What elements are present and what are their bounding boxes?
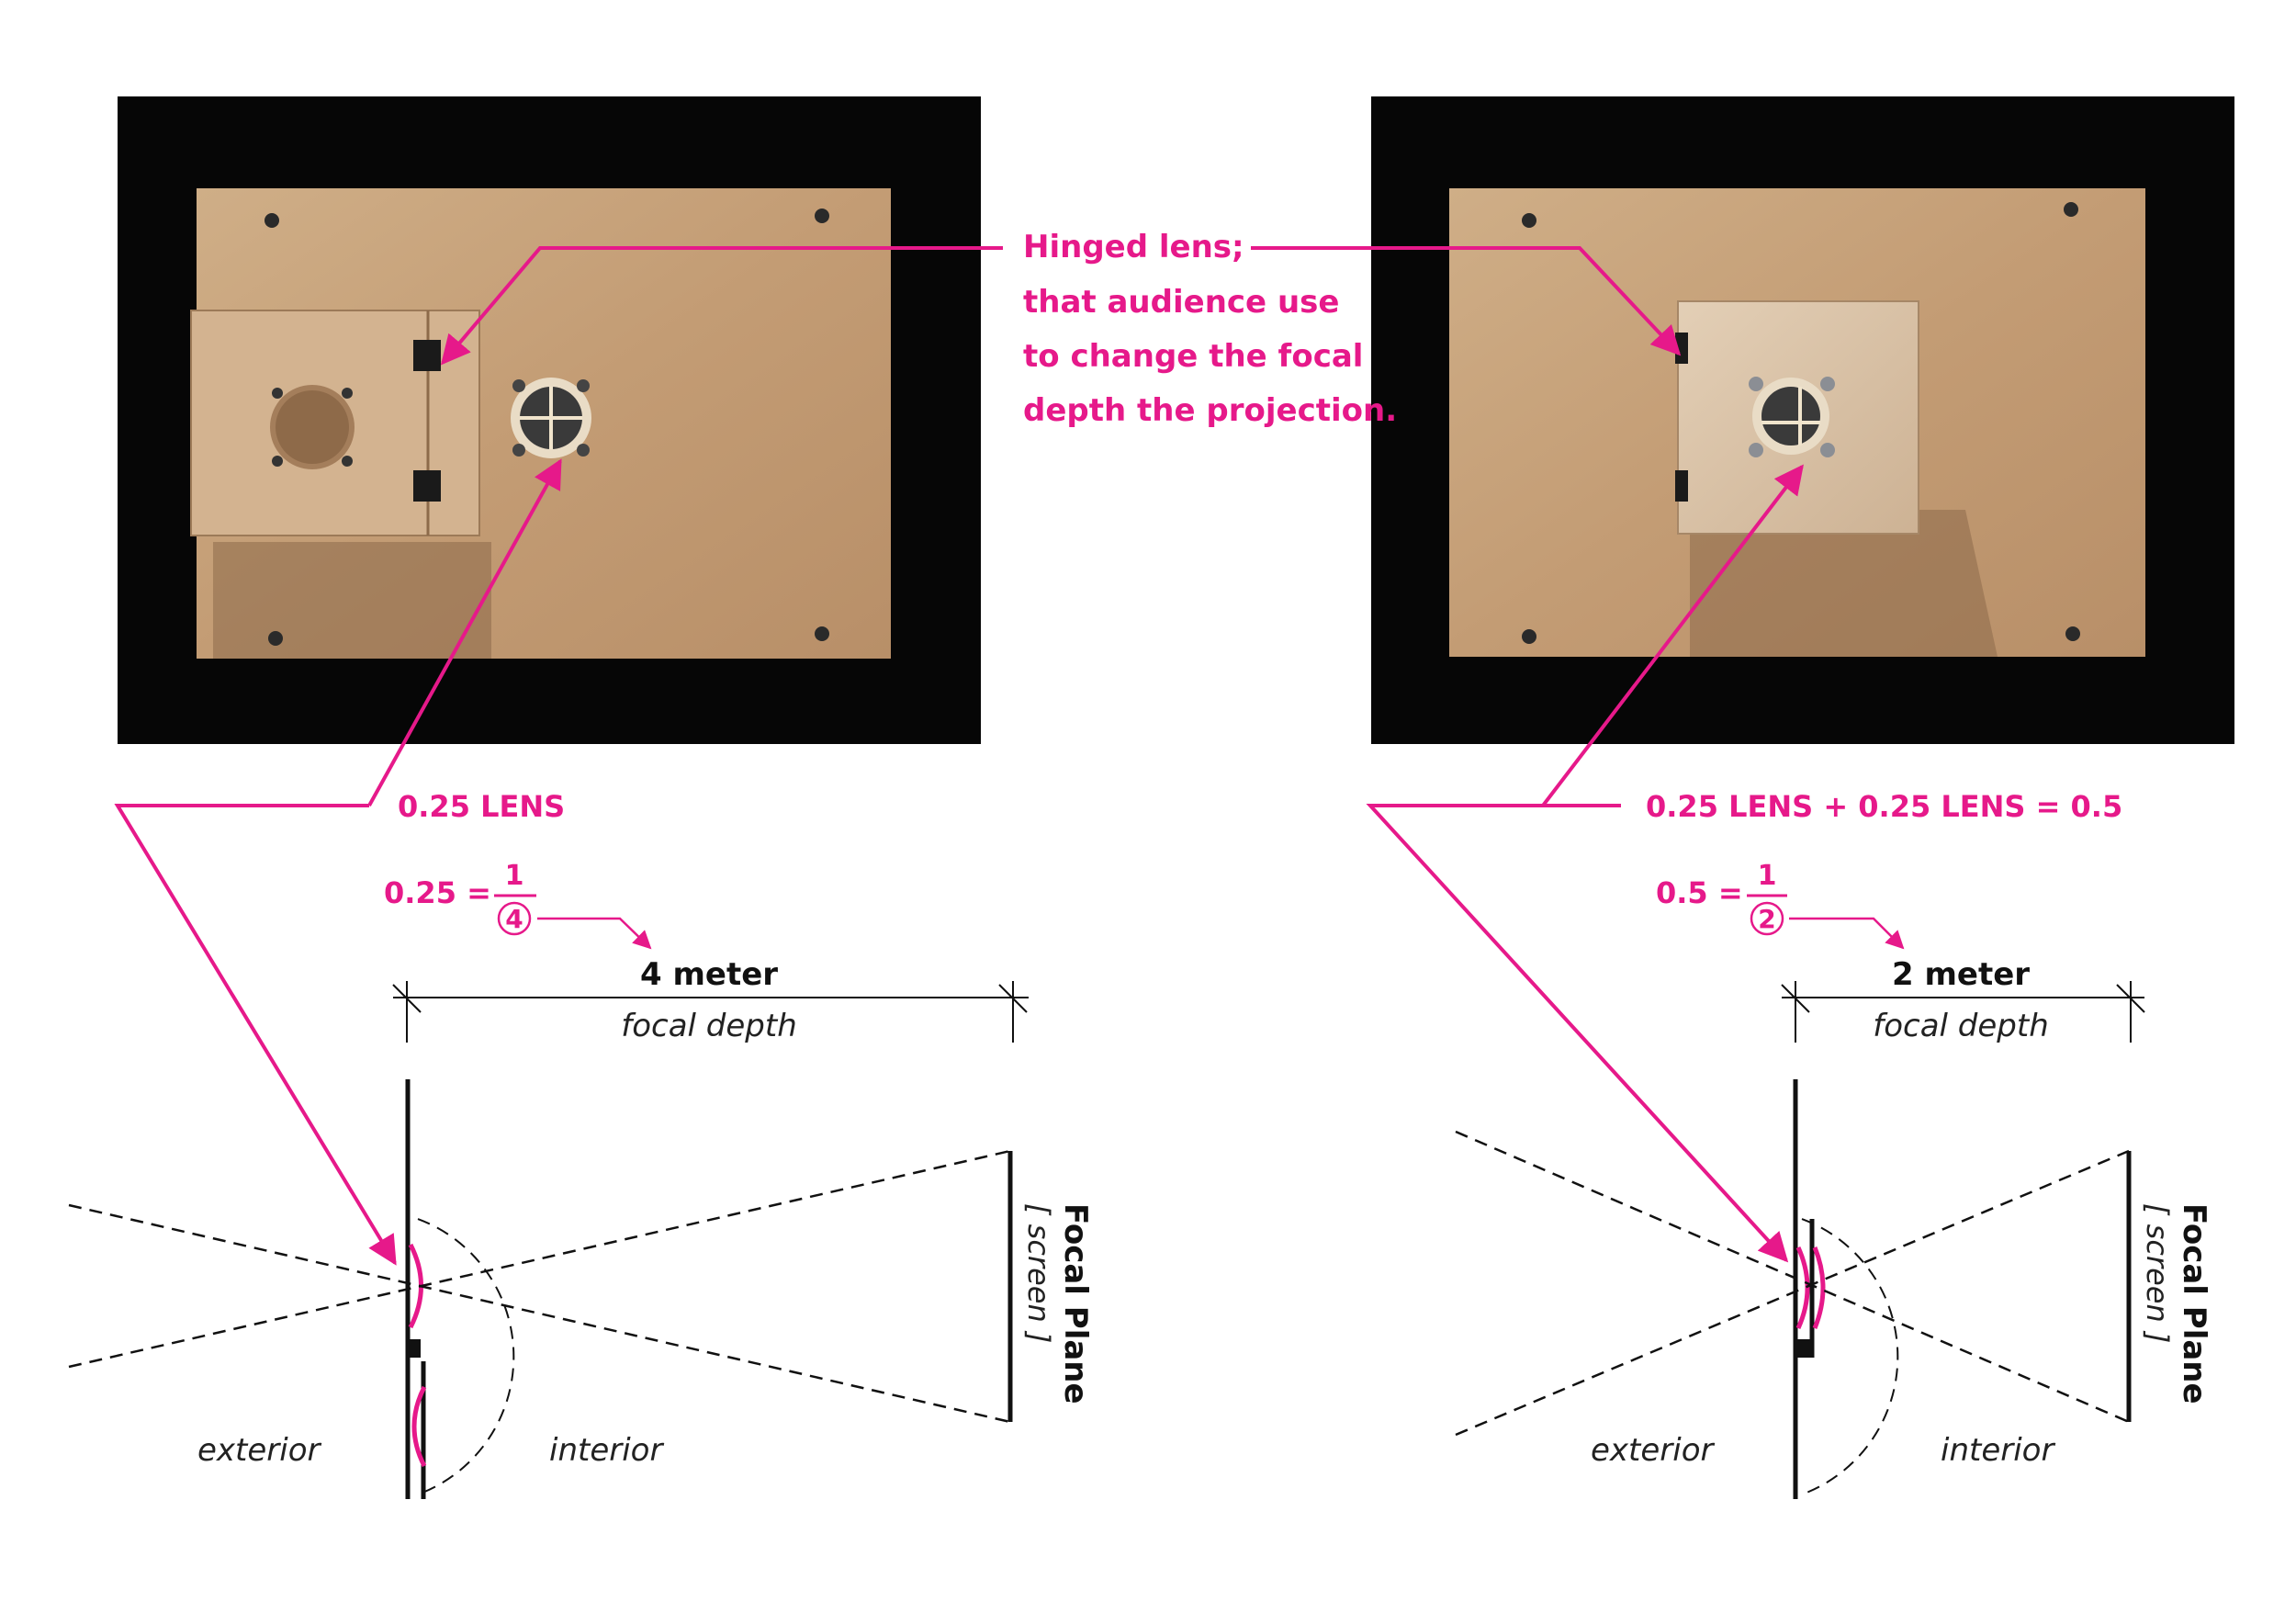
right-distance-label: 2 meter <box>1892 956 2030 993</box>
right-lens-a <box>1798 1247 1807 1328</box>
left-formula-numerator: 1 <box>505 860 524 892</box>
right-exterior-label: exterior <box>1591 1432 1716 1469</box>
left-focal-plane-label: Focal Plane <box>1057 1203 1094 1404</box>
hinge-icon <box>413 340 441 371</box>
hinged-lens-annotation: Hinged lens; that audience use to change… <box>1023 229 1397 429</box>
left-distance-label: 4 meter <box>640 956 778 993</box>
left-formula-denominator: 4 <box>505 904 523 934</box>
annotation-line-1: Hinged lens; <box>1023 229 1244 265</box>
right-screen-label: [ screen ] <box>2140 1203 2175 1343</box>
left-exterior-label: exterior <box>197 1432 322 1469</box>
fixed-lens-left <box>511 378 591 458</box>
hinge-icon <box>1675 333 1688 364</box>
hinge-icon <box>413 470 441 502</box>
annotation-line-2: that audience use <box>1023 284 1339 321</box>
leader-to-left-diagram-lens <box>118 806 395 1263</box>
right-interior-label: interior <box>1941 1432 2055 1469</box>
right-focal-depth-caption: focal depth <box>1873 1008 2049 1044</box>
annotation-line-4: depth the projection. <box>1023 392 1397 429</box>
photo-left <box>118 96 981 744</box>
right-formula-numerator: 1 <box>1758 860 1777 892</box>
right-formula-lhs: 0.5 = <box>1656 875 1743 910</box>
leader-to-right-diagram-lens <box>1370 806 1786 1260</box>
left-screen-label: [ screen ] <box>1021 1203 1056 1343</box>
right-focal-plane-label: Focal Plane <box>2176 1203 2212 1404</box>
left-lens-label: 0.25 LENS <box>398 789 565 824</box>
left-focal-depth-caption: focal depth <box>621 1008 797 1044</box>
left-formula-lhs: 0.25 = <box>384 875 491 910</box>
right-formula-denominator: 2 <box>1758 904 1775 934</box>
hinge-icon <box>1675 470 1688 502</box>
photo-right <box>1371 96 2234 744</box>
left-interior-label: interior <box>549 1432 664 1469</box>
right-lens-label: 0.25 LENS + 0.25 LENS = 0.5 <box>1646 789 2122 824</box>
annotation-line-3: to change the focal <box>1023 338 1363 375</box>
